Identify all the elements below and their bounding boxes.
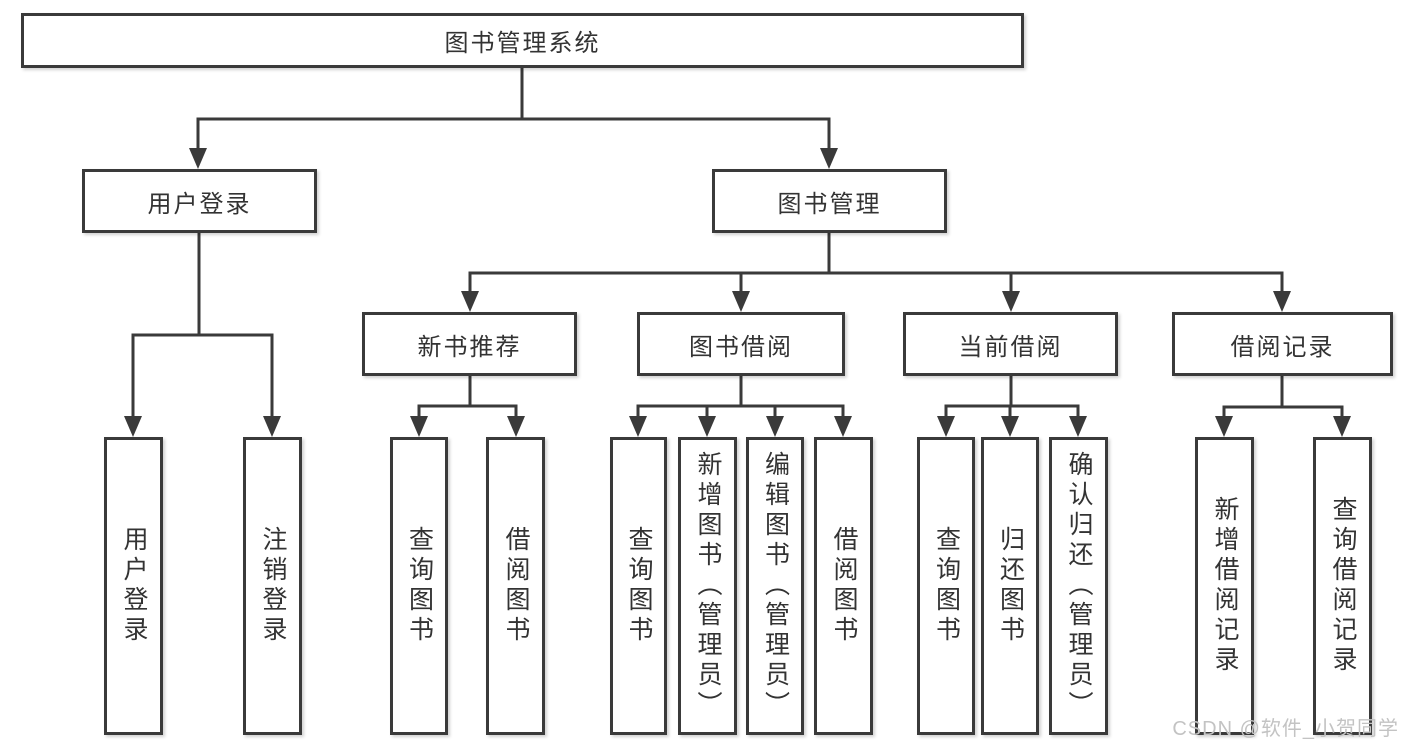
node-label: 查询图书 (932, 526, 961, 646)
node-label: 新增借阅记录 (1211, 496, 1239, 676)
node-label: 图书借阅 (689, 333, 793, 361)
node-label: 确认归还（管理员） (1065, 451, 1093, 721)
arrowhead (1001, 416, 1019, 437)
arrowhead (1002, 291, 1020, 312)
connector-new-book-children (410, 374, 525, 437)
node-label: 图书管理 (777, 190, 882, 218)
arrowhead (263, 416, 281, 437)
leaf-edit-book-admin: 编辑图书（管理员） (746, 437, 804, 735)
arrowhead (698, 416, 716, 437)
node-label: 借阅记录 (1230, 333, 1335, 361)
arrowhead (507, 416, 525, 437)
arrowhead (834, 416, 852, 437)
leaf-logout-login: 注销登录 (243, 437, 302, 735)
arrowhead (124, 416, 142, 437)
arrowhead (820, 148, 838, 169)
node-label: 用户登录 (120, 526, 148, 646)
connector-current-borrow-children (937, 374, 1087, 437)
node-label: 归还图书 (996, 526, 1025, 646)
arrowhead (629, 416, 647, 437)
leaf-user-login: 用户登录 (104, 437, 163, 735)
arrowhead (461, 291, 479, 312)
connector-root-branches (189, 66, 838, 169)
node-label: 查询图书 (625, 526, 653, 646)
watermark: CSDN @软件_小贺同学 (1172, 718, 1399, 740)
arrowhead (732, 291, 750, 312)
leaf-query-books-recommend: 查询图书 (390, 437, 448, 735)
node-root-system: 图书管理系统 (21, 13, 1024, 68)
node-label: 图书管理系统 (444, 30, 601, 57)
arrowhead (1333, 416, 1351, 437)
node-label: 当前借阅 (958, 333, 1063, 361)
node-current-borrowing: 当前借阅 (903, 312, 1118, 376)
node-book-borrowing: 图书借阅 (637, 312, 845, 376)
leaf-query-books-current: 查询图书 (917, 437, 975, 735)
connector-book-borrow-children (629, 374, 852, 437)
node-label: 查询图书 (405, 526, 434, 646)
leaf-query-books-borrow: 查询图书 (610, 437, 667, 735)
leaf-add-borrow-record: 新增借阅记录 (1195, 437, 1254, 735)
connector-book-management-children (461, 231, 1291, 312)
leaf-borrow-books-recommend: 借阅图书 (486, 437, 545, 735)
node-label: 查询借阅记录 (1329, 496, 1357, 676)
node-label: 注销登录 (259, 526, 287, 646)
arrowhead (937, 416, 955, 437)
node-label: 新增图书（管理员） (694, 451, 722, 721)
arrowhead (1273, 291, 1291, 312)
node-label: 编辑图书（管理员） (761, 451, 790, 721)
leaf-borrow-books: 借阅图书 (814, 437, 873, 735)
leaf-confirm-return-admin: 确认归还（管理员） (1049, 437, 1108, 735)
leaf-add-book-admin: 新增图书（管理员） (678, 437, 737, 735)
node-label: 借阅图书 (502, 526, 530, 646)
node-new-book-recommend: 新书推荐 (362, 312, 577, 376)
arrowhead (1215, 416, 1233, 437)
arrowhead (1069, 416, 1087, 437)
node-borrow-records: 借阅记录 (1172, 312, 1393, 376)
leaf-query-borrow-record: 查询借阅记录 (1313, 437, 1372, 735)
leaf-return-books: 归还图书 (981, 437, 1039, 735)
arrowhead (766, 416, 784, 437)
node-label: 借阅图书 (830, 526, 858, 646)
connector-borrow-records-children (1215, 374, 1351, 437)
node-label: 用户登录 (147, 190, 252, 218)
node-book-management: 图书管理 (712, 169, 947, 233)
node-label: 新书推荐 (417, 333, 522, 361)
arrowhead (410, 416, 428, 437)
arrowhead (189, 148, 207, 169)
connector-user-login-children (124, 231, 281, 437)
node-user-login-branch: 用户登录 (82, 169, 317, 233)
